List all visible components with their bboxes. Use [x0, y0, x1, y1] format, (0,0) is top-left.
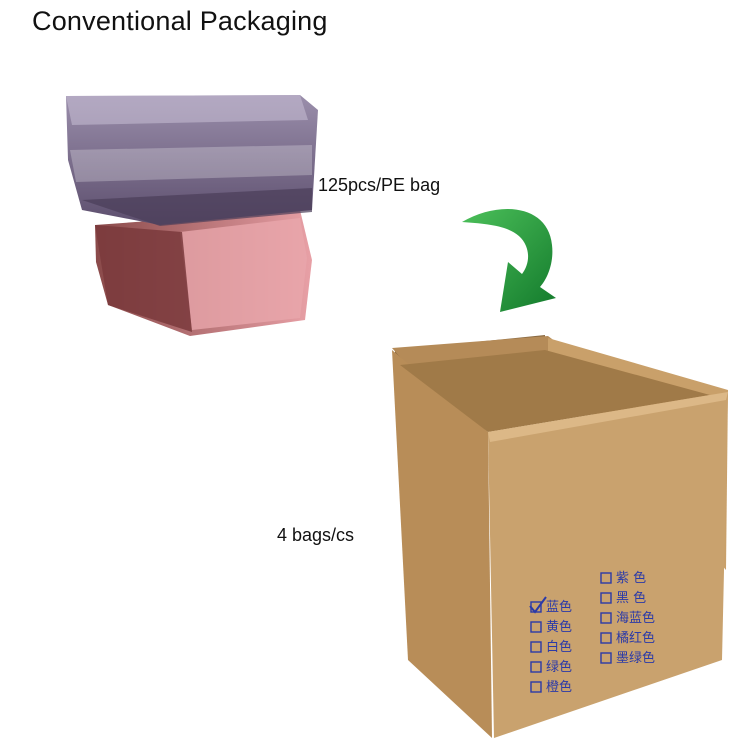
box-color-checklist: 蓝色 黄色 白色 绿色 橙色 紫 色 黑 色 海蓝色 橘红色 墨绿色	[529, 570, 655, 695]
shipping-box-image	[392, 335, 728, 738]
box-print-left-1: 黄色	[546, 619, 572, 635]
box-print-left-3: 绿色	[546, 659, 572, 675]
box-print-left-4: 橙色	[546, 679, 572, 695]
page-title: Conventional Packaging	[32, 6, 328, 36]
box-print-right-3: 橘红色	[616, 630, 655, 646]
box-print-right-0: 紫 色	[616, 570, 646, 586]
box-print-left-2: 白色	[546, 639, 572, 655]
checkmark-icon	[529, 596, 547, 614]
box-print-right-4: 墨绿色	[616, 650, 655, 666]
pe-bag-packs-image	[66, 95, 318, 336]
case-label: 4 bags/cs	[277, 525, 355, 545]
box-print-right-2: 海蓝色	[616, 610, 655, 626]
box-print-left-0: 蓝色	[546, 599, 572, 615]
arrow-icon	[462, 209, 556, 312]
box-print-right-1: 黑 色	[616, 590, 646, 606]
pe-bag-label: 125pcs/PE bag	[318, 175, 441, 195]
